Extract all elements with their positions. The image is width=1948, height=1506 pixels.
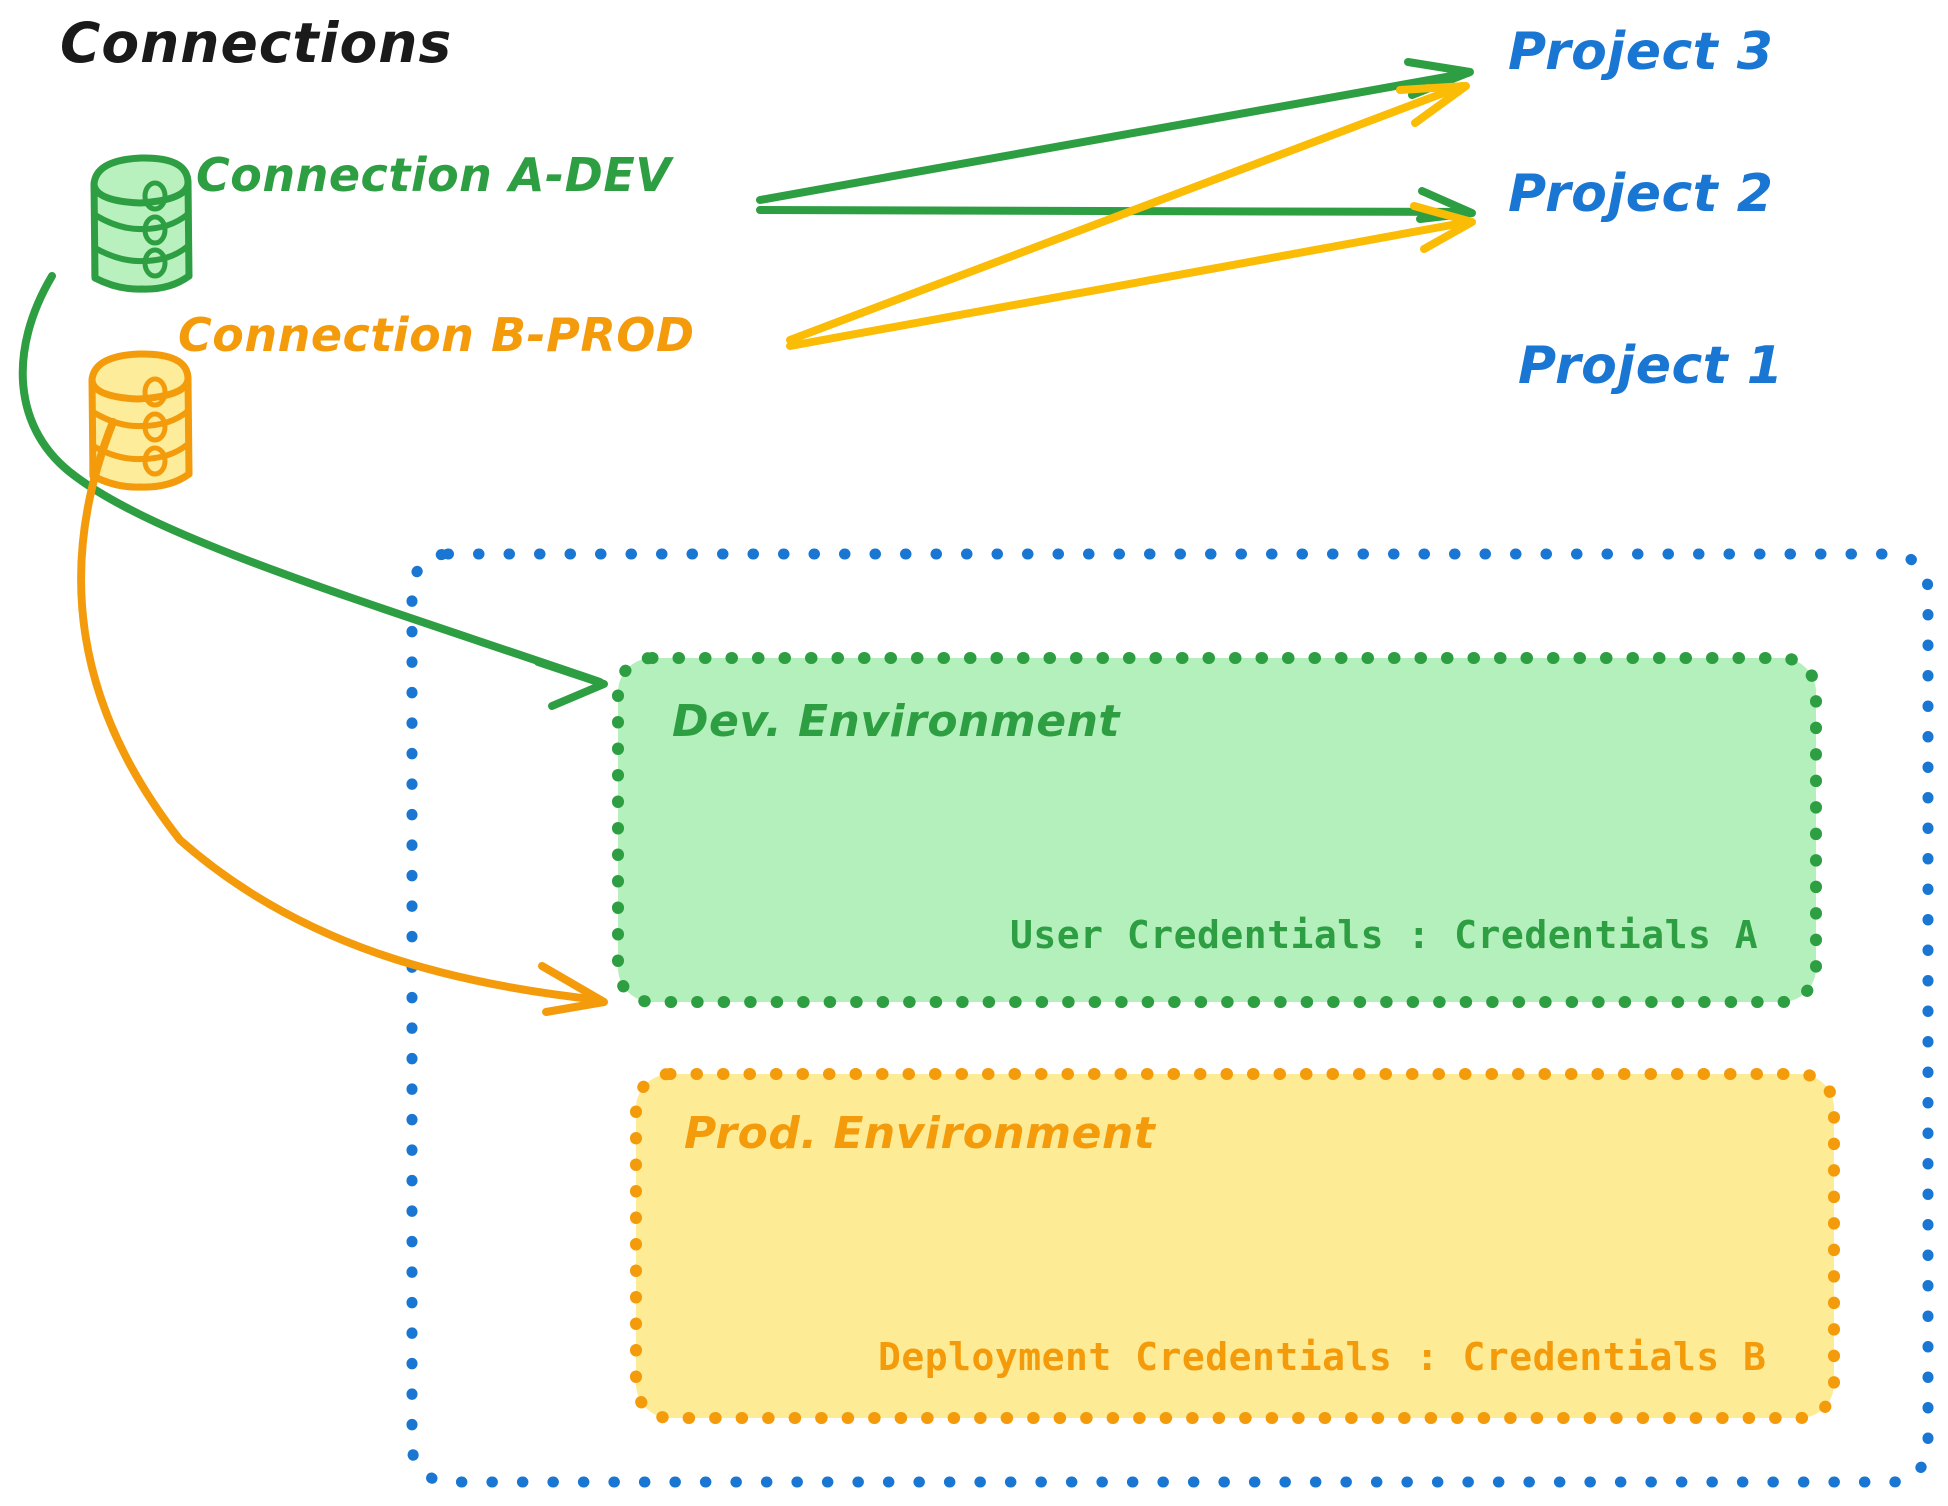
project-2-label[interactable]: Project 2	[1508, 164, 1774, 224]
arrow-b-prod-to-project-2	[786, 202, 1476, 350]
dev-environment-credentials: User Credentials : Credentials A	[1010, 913, 1759, 957]
arrow-a-dev-to-dev-environment	[18, 272, 608, 710]
connection-b-prod-label[interactable]: Connection B-PROD	[178, 308, 695, 362]
arrow-b-prod-to-prod-environment	[77, 418, 608, 1016]
project-1-label[interactable]: Project 1	[1518, 336, 1784, 396]
connection-a-dev-label[interactable]: Connection A-DEV	[196, 148, 672, 202]
database-icon-connection-b-prod[interactable]	[88, 350, 193, 491]
database-icon-connection-a-dev[interactable]	[90, 154, 193, 293]
arrow-a-dev-to-project-2	[756, 187, 1476, 223]
arrow-a-dev-to-project-3	[756, 58, 1474, 204]
dev-environment-box[interactable]	[612, 652, 1822, 1008]
prod-environment-credentials: Deployment Credentials : Credentials B	[878, 1335, 1767, 1379]
prod-environment-box[interactable]	[630, 1068, 1840, 1424]
arrow-b-prod-to-project-3	[786, 82, 1470, 344]
prod-environment-label: Prod. Environment	[684, 1108, 1156, 1159]
page-title: Connections	[60, 11, 453, 75]
dev-environment-label: Dev. Environment	[672, 696, 1120, 747]
project-3-label[interactable]: Project 3	[1508, 22, 1774, 82]
